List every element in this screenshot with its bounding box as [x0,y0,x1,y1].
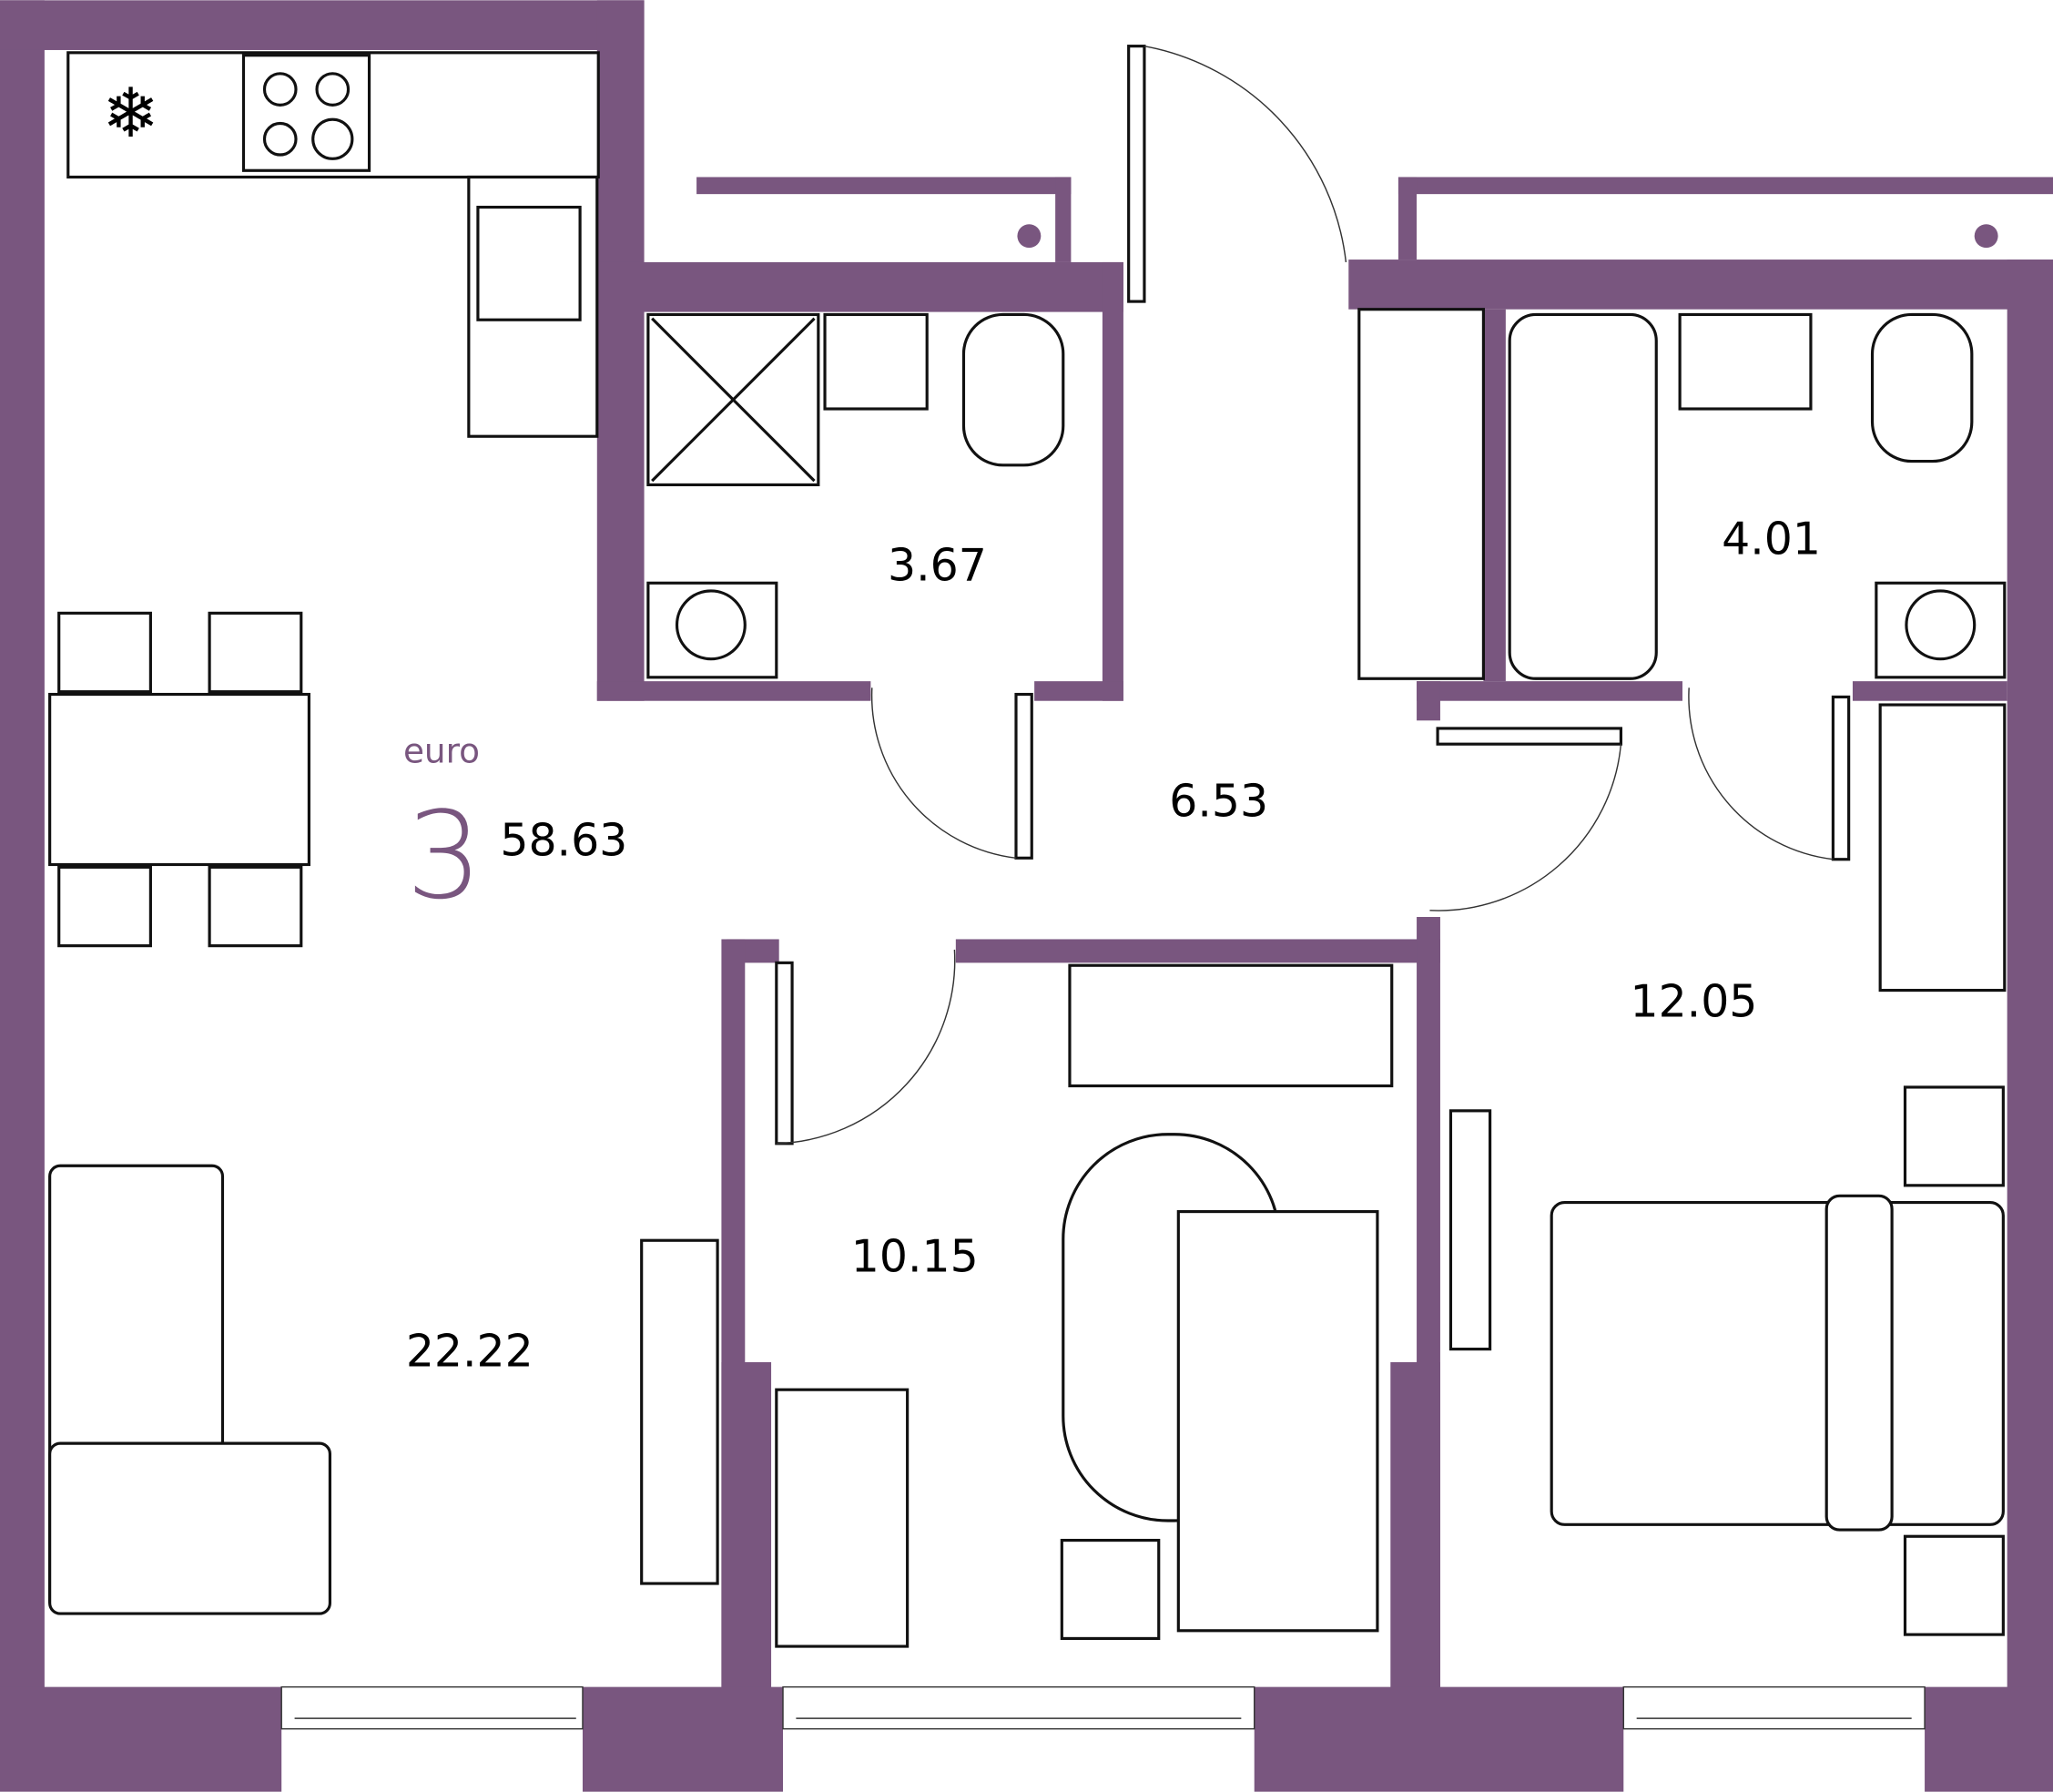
area-living-kitchen: 22.22 [406,1325,534,1377]
bathroom-fixtures [646,308,2007,993]
freezer-icon: ❄ [102,76,159,152]
area-bathroom-1: 3.67 [888,539,987,591]
room-count: 3 [406,786,483,926]
area-bedroom-2: 12.05 [1630,975,1757,1027]
bedroom-furniture [775,963,2005,1648]
apartment-type-label: euro [403,730,480,770]
area-bathroom-2: 4.01 [1722,514,1821,565]
marker-dot [1017,224,1042,249]
windows [280,1685,1926,1730]
marker-dot [1974,224,1998,249]
area-hallway: 6.53 [1169,775,1268,827]
doors [775,45,1851,1145]
kitchen-furniture: ❄ [48,51,719,1615]
area-bedroom-1: 10.15 [851,1231,979,1283]
total-area: 58.63 [500,814,627,866]
area-labels: euro 3 58.63 22.22 3.67 6.53 4.01 10.15 … [403,514,1821,1378]
